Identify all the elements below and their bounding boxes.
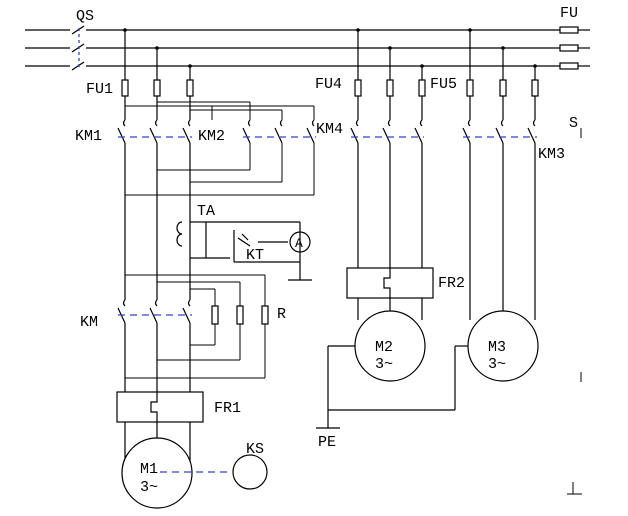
km1-contacts (117, 119, 192, 144)
label-fu-top: FU (560, 5, 578, 22)
fu4-fuses (354, 79, 426, 97)
label-s-partial: S (569, 115, 578, 132)
motor-m1: M1 3~ (121, 437, 193, 509)
label-m1-name: M1 (140, 461, 158, 478)
km-contacts (117, 274, 265, 324)
fu5-fuses (466, 79, 539, 97)
motor-m2: M2 3~ (354, 310, 426, 382)
fu1-fuses (121, 79, 194, 97)
label-km4: KM4 (316, 121, 343, 138)
supply-bus (25, 29, 560, 67)
label-ta: TA (197, 203, 215, 220)
label-m1-type: 3~ (140, 479, 158, 496)
label-qs: QS (76, 8, 94, 25)
label-pe: PE (318, 434, 336, 451)
kt-contact (233, 230, 300, 263)
label-km: KM (80, 314, 98, 331)
motor-m3: M3 3~ (467, 310, 539, 382)
label-fu4: FU4 (315, 76, 342, 93)
current-transformer-ta (176, 221, 301, 265)
pe-ground (316, 345, 469, 429)
label-fr1: FR1 (214, 400, 241, 417)
speed-relay-ks (232, 454, 268, 490)
km2-contacts (242, 119, 316, 144)
fr2-thermal-relay (346, 267, 434, 320)
edge-marks (567, 128, 582, 495)
km2-output-cross (125, 143, 315, 196)
fu-top-fuses (559, 26, 590, 70)
label-m2-type: 3~ (375, 356, 393, 373)
label-r: R (277, 306, 286, 323)
label-ammeter: A (295, 236, 303, 251)
fr1-thermal-relay (116, 391, 204, 470)
label-km2: KM2 (198, 128, 225, 145)
label-fu5: FU5 (430, 76, 457, 93)
label-fu1: FU1 (86, 81, 113, 98)
km2-reverse-wiring (125, 101, 283, 120)
label-m2-name: M2 (375, 339, 393, 356)
km4-contacts (350, 119, 424, 144)
ammeter: A (288, 231, 312, 281)
label-km1: KM1 (75, 128, 102, 145)
qs-main-switch (70, 25, 86, 71)
label-km3: KM3 (538, 146, 565, 163)
label-m3-type: 3~ (488, 356, 506, 373)
m1-phase-drops (123, 28, 192, 80)
m3-phase-drops (468, 28, 537, 80)
m2-phase-drops (356, 28, 424, 80)
resistors-r (125, 275, 269, 379)
label-fr2: FR2 (438, 275, 465, 292)
label-m3-name: M3 (488, 339, 506, 356)
km3-contacts (462, 119, 537, 144)
label-kt: KT (246, 247, 264, 264)
label-ks: KS (246, 441, 264, 458)
